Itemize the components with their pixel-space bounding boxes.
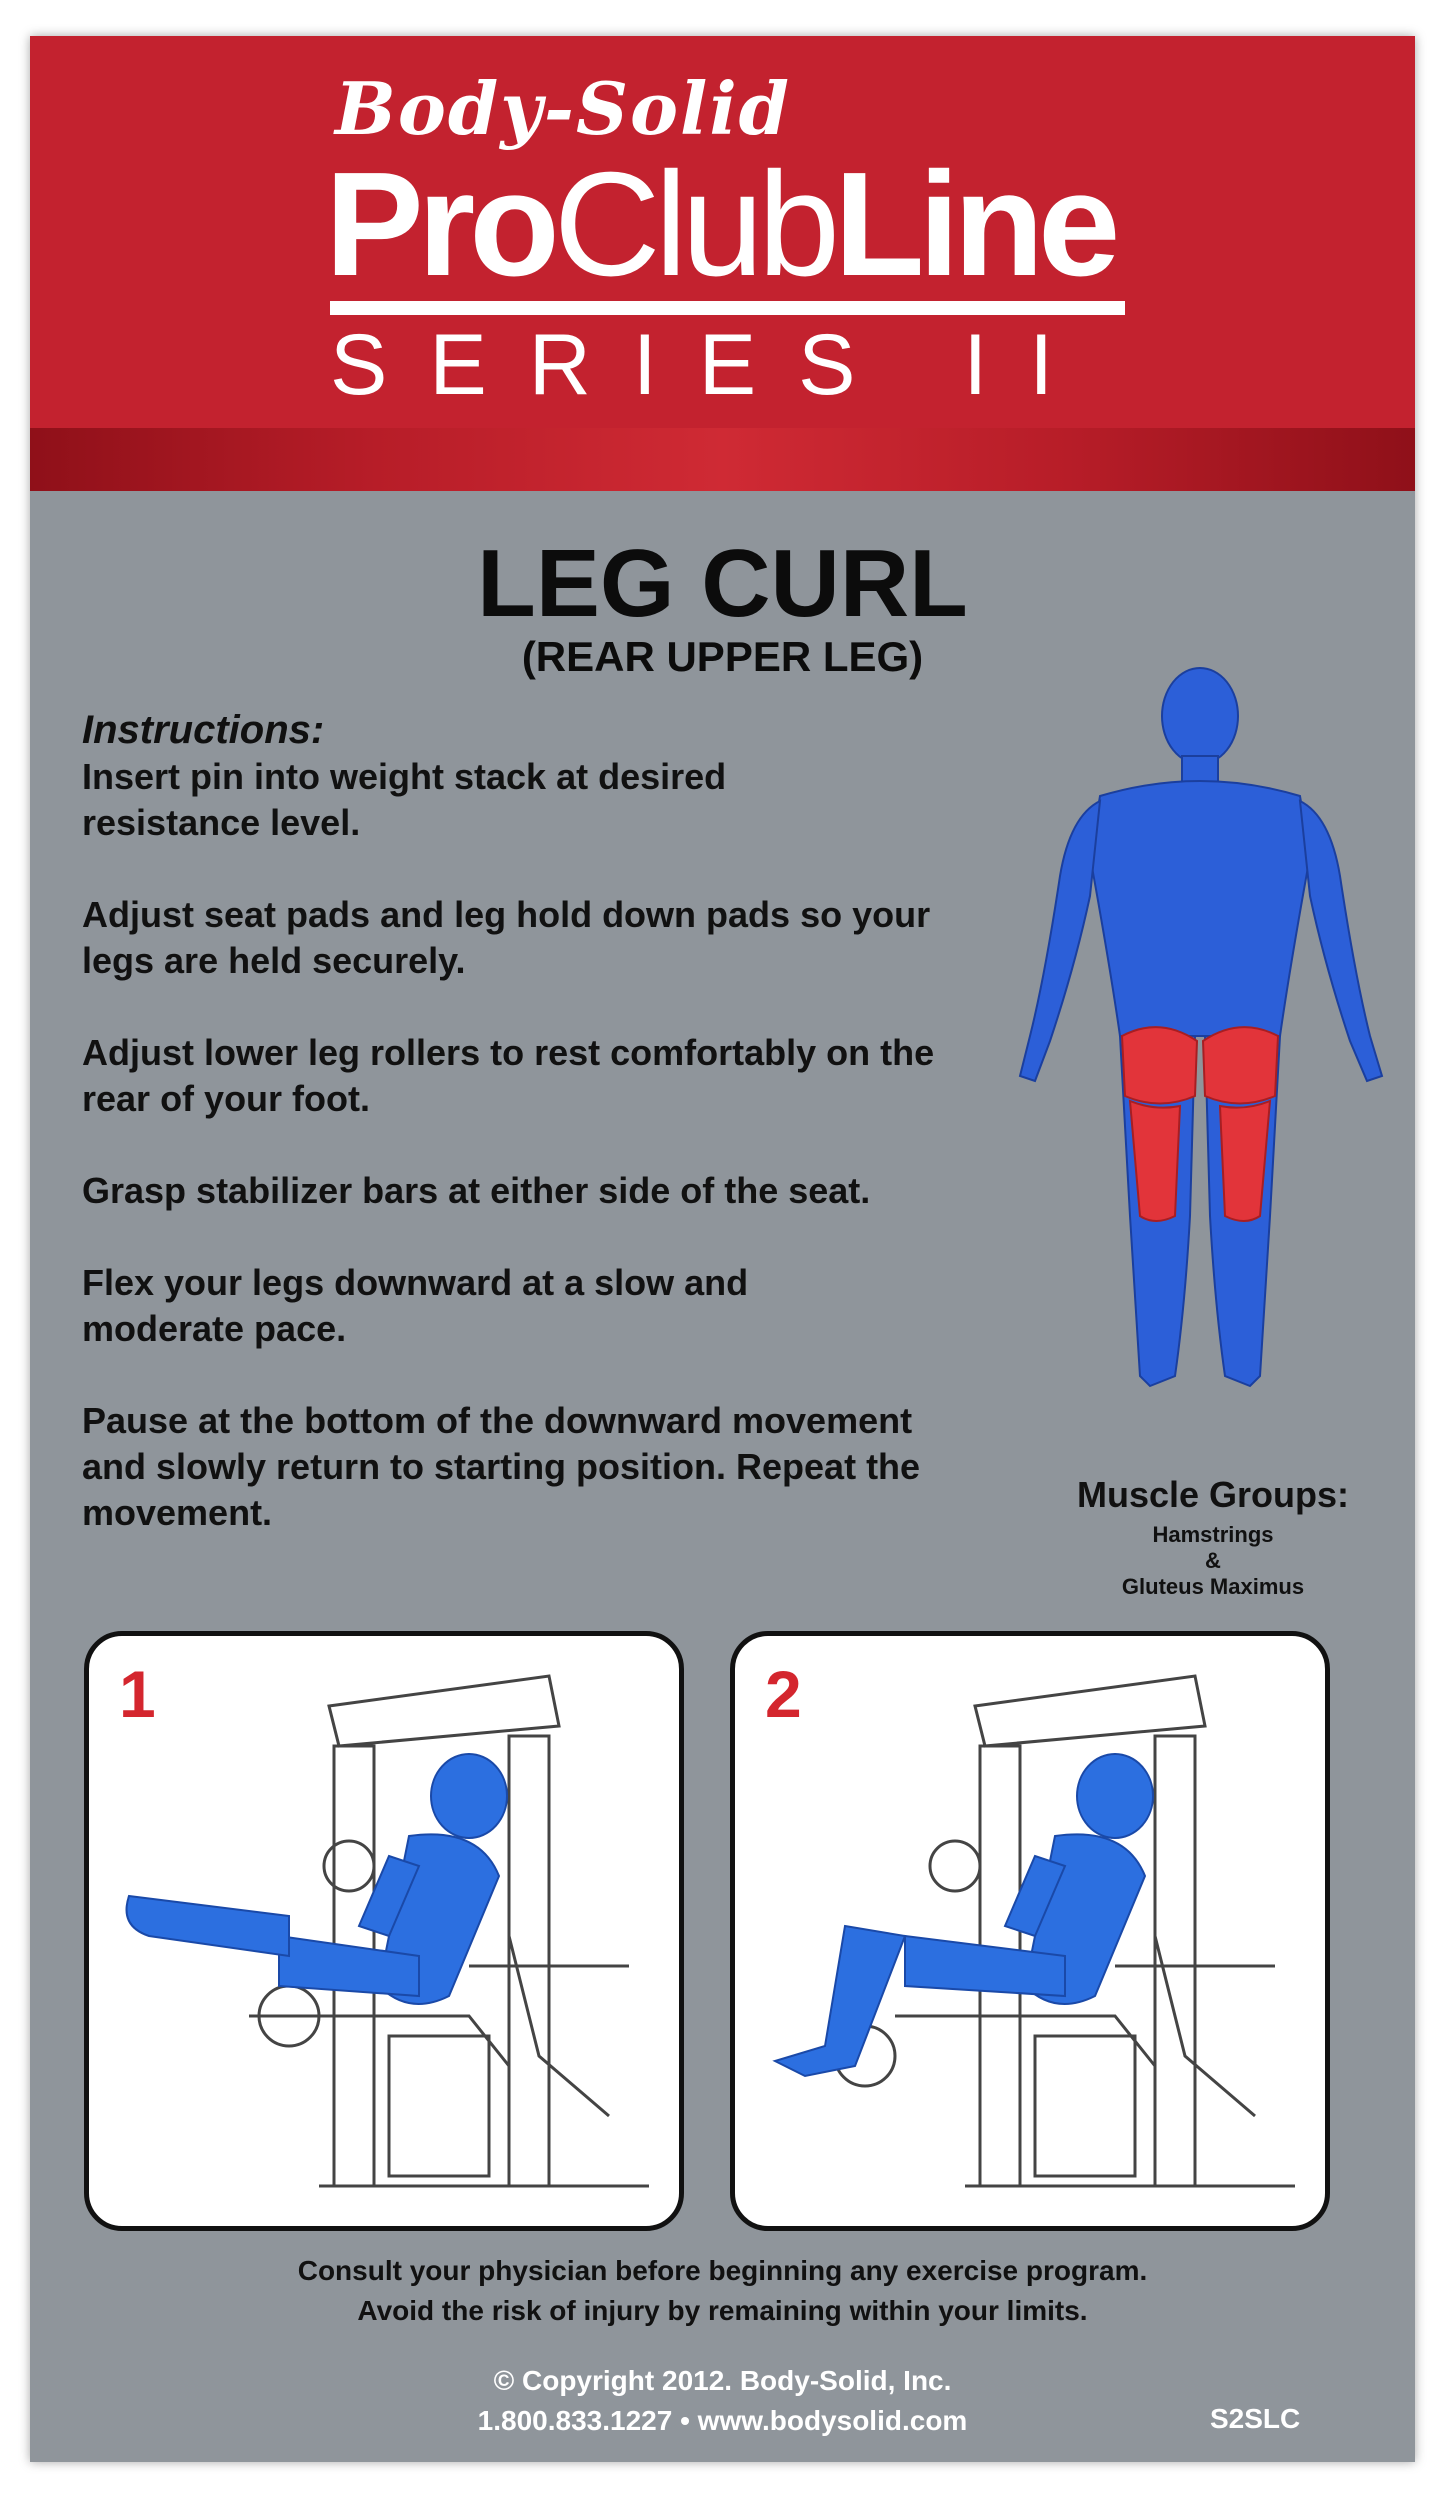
muscle-ampersand: & [1205, 1548, 1221, 1573]
leg-curl-end-illustration-icon [772, 1674, 1295, 2188]
anatomy-figure-icon [1018, 667, 1384, 1388]
brand-divider [330, 301, 1125, 315]
brand-pro: Pro [325, 142, 560, 307]
muscle-groups-list: Hamstrings & Gluteus Maximus [1038, 1522, 1388, 1600]
instruction-item: Grasp stabilizer bars at either side of … [82, 1170, 871, 1211]
instruction-card: Body-Solid ProClubLine SERIES II LEG CUR… [30, 36, 1415, 2462]
disclaimer-line-2: Avoid the risk of injury by remaining wi… [357, 2295, 1088, 2326]
instruction-item: Flex your legs downward at a slow and mo… [82, 1262, 749, 1349]
header-band [30, 428, 1415, 491]
brand-series: SERIES II [330, 317, 1096, 413]
instruction-item: Adjust seat pads and leg hold down pads … [82, 894, 931, 981]
brand-club: Club [553, 142, 840, 307]
muscle-gluteus: Gluteus Maximus [1121, 1574, 1305, 1599]
product-code: S2SLC [1210, 2403, 1301, 2434]
brand-script-logo: Body-Solid [335, 66, 792, 151]
leg-curl-start-illustration-icon [125, 1674, 649, 2188]
muscle-groups-heading: Muscle Groups: [1076, 1474, 1350, 1515]
contact-text: 1.800.833.1227 • www.bodysolid.com [477, 2405, 968, 2436]
copyright-text: © Copyright 2012. Body-Solid, Inc. [493, 2365, 952, 2396]
step-number: 2 [765, 1657, 802, 1731]
step-panel-2: 2 [730, 1631, 1330, 2231]
disclaimer-line-1: Consult your physician before beginning … [297, 2255, 1148, 2286]
exercise-title: LEG CURL [477, 530, 968, 637]
instruction-item: Pause at the bottom of the downward move… [82, 1400, 921, 1533]
instruction-item: Adjust lower leg rollers to rest comfort… [82, 1032, 935, 1119]
brand-header: Body-Solid ProClubLine SERIES II [30, 36, 1415, 491]
instructions-heading: Instructions: [82, 708, 325, 752]
disclaimer: Consult your physician before beginning … [30, 2251, 1415, 2331]
brand-line: Line [834, 142, 1120, 307]
exercise-subtitle: (REAR UPPER LEG) [521, 633, 924, 680]
muscle-hamstrings: Hamstrings [1152, 1522, 1274, 1547]
brand-wordmark: ProClubLine [325, 151, 1145, 299]
copyright-block: © Copyright 2012. Body-Solid, Inc. 1.800… [30, 2361, 1415, 2441]
step-panel-1: 1 [84, 1631, 684, 2231]
instruction-item: Insert pin into weight stack at desired … [82, 756, 727, 843]
instructions-list: Insert pin into weight stack at desired … [82, 754, 1042, 1582]
step-number: 1 [119, 1657, 156, 1731]
